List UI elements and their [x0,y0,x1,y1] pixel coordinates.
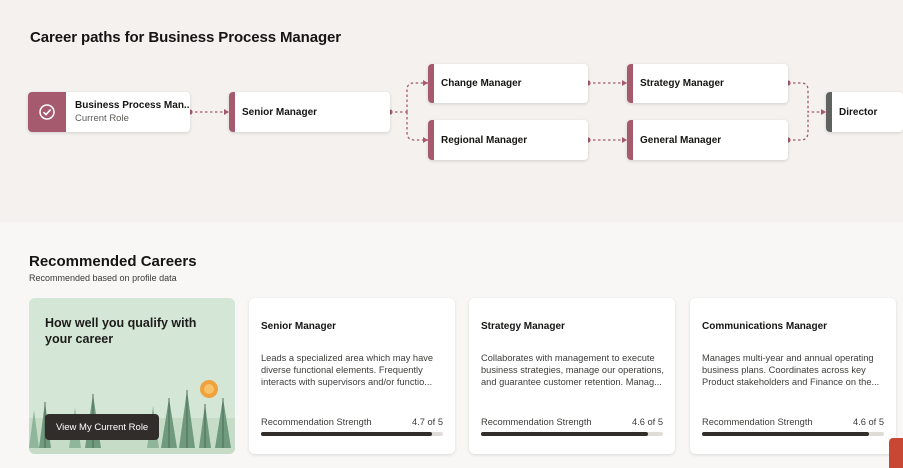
strength-label: Recommendation Strength [481,417,592,427]
career-card-senior-manager[interactable]: Senior Manager Leads a specialized area … [249,298,455,454]
current-role-label: Current Role [75,113,129,124]
path-node-general-manager[interactable]: General Manager [627,120,788,160]
strength-bar-fill [481,432,649,436]
strength-value: 4.7 of 5 [411,417,443,427]
path-node-label: Director [839,106,878,118]
strength-label: Recommendation Strength [261,417,372,427]
recommended-title: Recommended Careers [29,253,197,270]
path-node-label: Regional Manager [441,134,528,146]
qualify-text: How well you qualify with your career [45,316,197,346]
career-card-description: Manages multi-year and annual operating … [702,353,880,387]
path-node-senior-manager[interactable]: Senior Manager [229,92,390,132]
path-node-label: Senior Manager [242,106,318,118]
path-node-label: Change Manager [441,78,522,89]
strength-bar [481,432,663,436]
career-paths-title: Career paths for Business Process Manage… [30,29,342,46]
career-card-strategy-manager[interactable]: Strategy Manager Collaborates with manag… [469,298,675,454]
path-node-label: Strategy Manager [640,78,724,89]
recommended-careers-section: Recommended Careers Recommended based on… [0,222,903,468]
strength-value: 4.6 of 5 [852,417,884,427]
view-current-role-button[interactable]: View My Current Role [45,414,160,440]
career-card-title: Communications Manager [702,321,828,332]
career-card-description: Leads a specialized area which may have … [261,353,434,387]
career-paths-section: Career paths for Business Process Manage… [0,0,903,218]
strength-bar [261,432,443,436]
strength-bar-fill [702,432,870,436]
career-card-title: Senior Manager [261,321,337,332]
current-role-node[interactable]: Business Process Man... Current Role [28,92,190,132]
recommended-subtitle: Recommended based on profile data [29,273,177,283]
career-card-title: Strategy Manager [481,321,565,332]
career-card-communications-manager[interactable]: Communications Manager Manages multi-yea… [690,298,896,454]
path-node-change-manager[interactable]: Change Manager [428,64,588,103]
strength-bar-fill [261,432,433,436]
path-node-director[interactable]: Director [826,92,903,132]
check-circle-icon [28,92,66,132]
current-role-name: Business Process Man... [75,100,190,111]
path-node-regional-manager[interactable]: Regional Manager [428,120,588,160]
strength-bar [702,432,884,436]
strength-value: 4.6 of 5 [631,417,663,427]
qualify-card: How well you qualify with your career Vi… [29,298,235,454]
path-node-label: General Manager [640,134,722,146]
strength-label: Recommendation Strength [702,417,813,427]
career-card-description: Collaborates with management to execute … [481,353,664,387]
chat-icon[interactable] [889,438,903,468]
path-node-strategy-manager[interactable]: Strategy Manager [627,64,788,103]
